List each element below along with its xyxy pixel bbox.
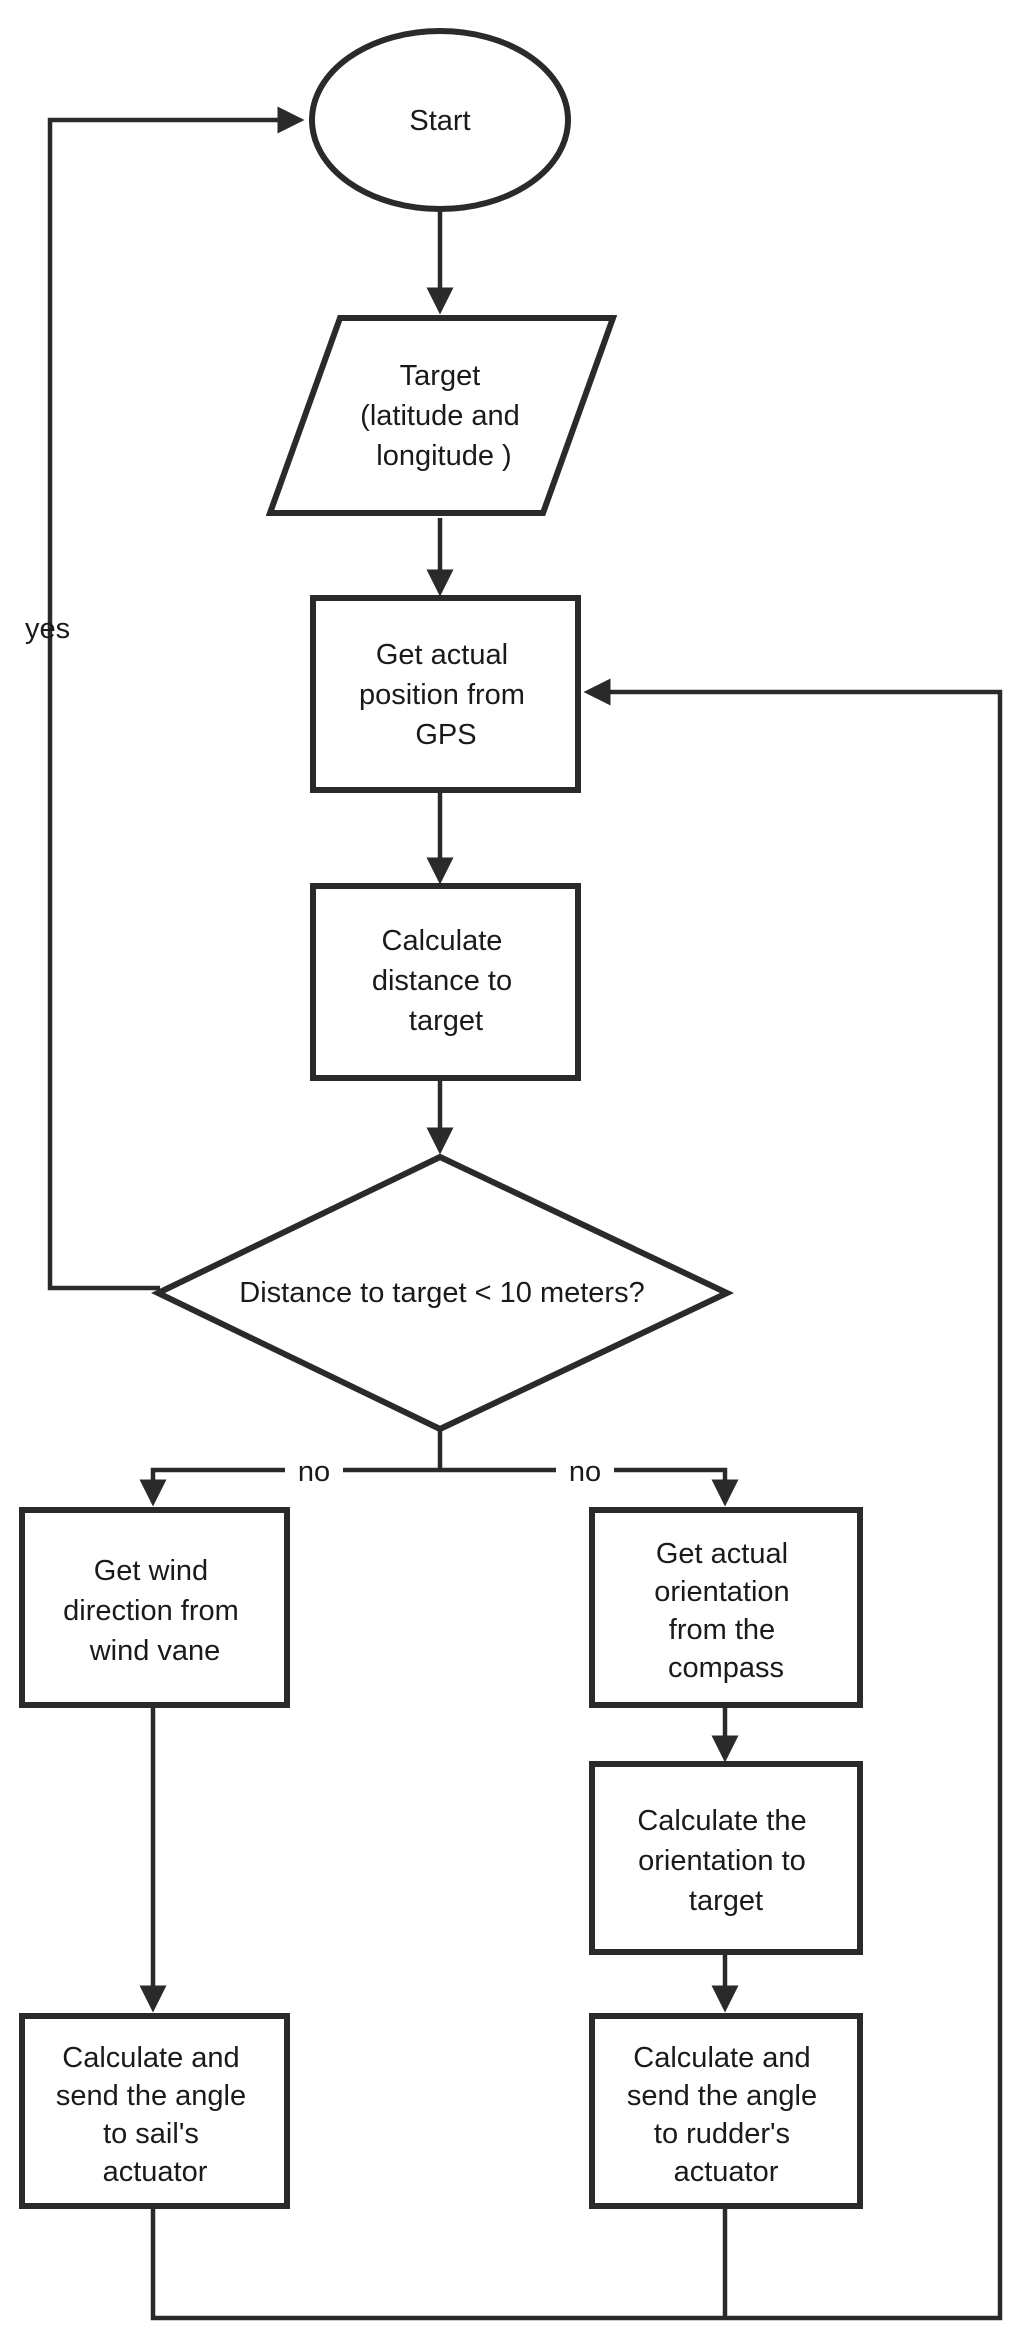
node-orientation-line: from the — [669, 1614, 775, 1646]
node-decision: Distance to target < 10 meters? — [151, 1153, 735, 1433]
node-get-position: Get actual position from GPS — [310, 595, 581, 793]
node-sail-label: Calculate and send the angle to sail's a… — [56, 2042, 254, 2188]
decision-diamond-shape — [151, 1153, 735, 1433]
node-orientation-line: orientation — [654, 1576, 789, 1608]
node-sail-line: Calculate and — [62, 2042, 239, 2074]
edge-no-right-to-orientation — [440, 1467, 739, 1507]
terminal-shape — [309, 28, 571, 212]
node-orientation-label: Get actual orientation from the compass — [654, 1538, 798, 1684]
node-calc-distance-label: Calculate distance to target — [372, 925, 520, 1037]
node-target-label: Target (latitude and longitude ) — [360, 360, 528, 472]
edge-loop-back-to-get-position — [150, 678, 1003, 2321]
node-calc-orientation-label: Calculate the orientation to target — [637, 1805, 814, 1917]
node-calc-distance-line: target — [409, 1005, 483, 1037]
node-target-line: longitude ) — [376, 440, 511, 472]
node-target-line: (latitude and — [360, 400, 520, 432]
process-box — [19, 1507, 290, 1708]
node-start-label: Start — [409, 105, 470, 137]
process-box — [589, 2013, 863, 2209]
node-orientation-line: Get actual — [656, 1538, 788, 1570]
edge-label-no-left-gap — [285, 1454, 343, 1488]
node-start-line: Start — [409, 105, 470, 137]
process-box — [19, 2013, 290, 2209]
edge-label-no-left: no — [298, 1456, 330, 1488]
node-calc-orientation-line: Calculate the — [637, 1805, 806, 1837]
edge-label-yes: yes — [25, 613, 70, 645]
node-get-position-line: position from — [359, 679, 525, 711]
process-box — [589, 1507, 863, 1708]
node-wind-line: wind vane — [89, 1635, 221, 1667]
node-get-position-label: Get actual position from GPS — [359, 639, 533, 751]
node-sail-line: send the angle — [56, 2080, 246, 2112]
node-wind-label: Get wind direction from wind vane — [63, 1555, 247, 1667]
node-rudder-line: actuator — [674, 2156, 779, 2188]
node-decision-label: Distance to target < 10 meters? — [239, 1277, 644, 1309]
node-wind-line: direction from — [63, 1595, 239, 1627]
node-calc-distance-line: Calculate — [382, 925, 503, 957]
node-target: Target (latitude and longitude ) — [265, 315, 618, 516]
node-rudder-line: send the angle — [627, 2080, 817, 2112]
node-get-position-line: GPS — [415, 719, 476, 751]
node-orientation-line: compass — [668, 1652, 784, 1684]
node-rudder-line: to rudder's — [654, 2118, 790, 2150]
edge-no-left-to-wind — [139, 1467, 440, 1507]
node-rudder: Calculate and send the angle to rudder's… — [589, 2013, 863, 2209]
node-calc-orientation-line: orientation to — [638, 1845, 806, 1877]
node-calc-distance: Calculate distance to target — [310, 883, 581, 1081]
node-calc-orientation-line: target — [689, 1885, 763, 1917]
node-wind-line: Get wind — [94, 1555, 208, 1587]
node-calc-orientation: Calculate the orientation to target — [589, 1761, 863, 1955]
process-box — [310, 595, 581, 793]
input-parallelogram-shape — [265, 315, 618, 516]
node-rudder-line: Calculate and — [633, 2042, 810, 2074]
node-calc-distance-line: distance to — [372, 965, 512, 997]
connectors — [47, 106, 1003, 2321]
node-sail: Calculate and send the angle to sail's a… — [19, 2013, 290, 2209]
node-start: Start — [309, 28, 571, 212]
node-rudder-label: Calculate and send the angle to rudder's… — [627, 2042, 825, 2188]
edge-label-no-right-gap — [556, 1454, 614, 1488]
edge-yes-loop-to-start — [47, 106, 305, 1291]
node-wind: Get wind direction from wind vane — [19, 1507, 290, 1708]
process-box — [589, 1761, 863, 1955]
edge-label-no-right: no — [569, 1456, 601, 1488]
node-decision-line: Distance to target < 10 meters? — [239, 1277, 644, 1309]
node-sail-line: to sail's — [103, 2118, 199, 2150]
node-orientation: Get actual orientation from the compass — [589, 1507, 863, 1708]
node-get-position-line: Get actual — [376, 639, 508, 671]
process-box — [310, 883, 581, 1081]
node-sail-line: actuator — [103, 2156, 208, 2188]
node-target-line: Target — [400, 360, 481, 392]
